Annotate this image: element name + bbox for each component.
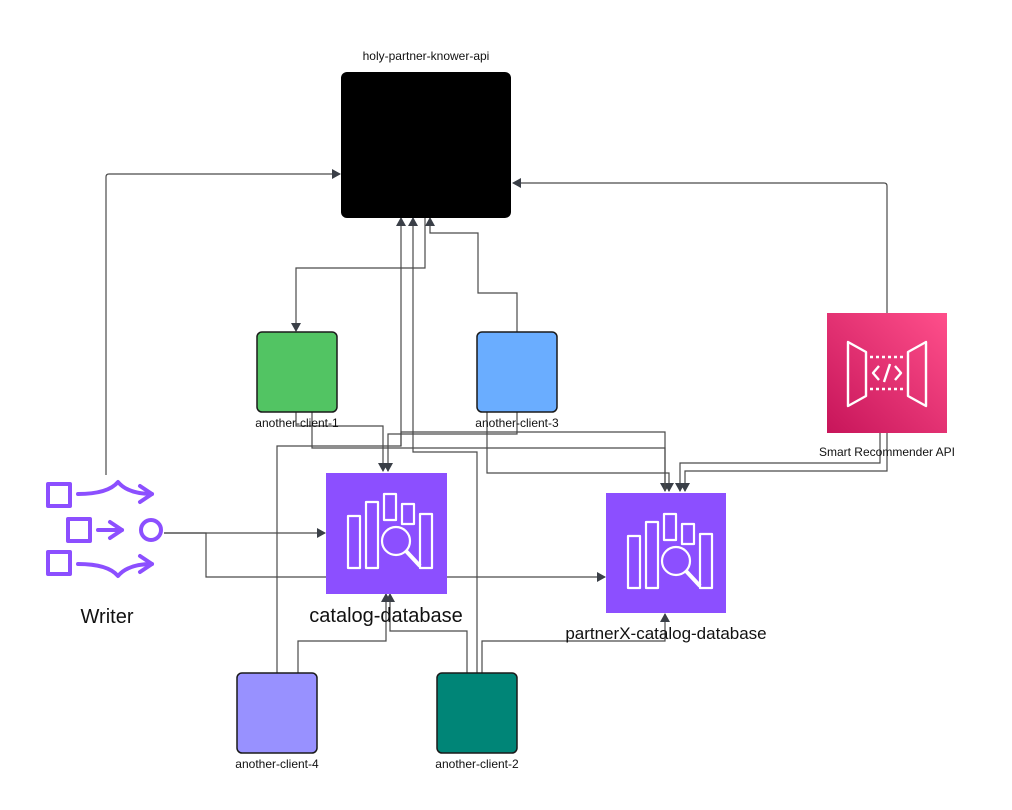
client2-box bbox=[436, 672, 518, 754]
edge-client4-to-catalog bbox=[297, 593, 391, 673]
database-search-icon bbox=[346, 492, 434, 570]
client2-label: another-client-2 bbox=[435, 757, 519, 771]
client4-label: another-client-4 bbox=[235, 757, 319, 771]
client4-box bbox=[236, 672, 318, 754]
edge-api-to-client1 bbox=[291, 218, 426, 332]
catalog-label: catalog-database bbox=[309, 605, 462, 627]
catalog-box bbox=[326, 473, 447, 594]
node-partnerx-catalog-database[interactable]: partnerX-catalog-database bbox=[565, 493, 767, 643]
edge-client2-to-partner bbox=[481, 613, 670, 673]
client3-label: another-client-3 bbox=[475, 416, 559, 430]
edge-client3-to-api bbox=[425, 217, 518, 332]
client1-label: another-client-1 bbox=[255, 416, 339, 430]
edge-client3-to-partner bbox=[486, 412, 674, 492]
writer-label: Writer bbox=[81, 606, 134, 628]
edge-smart-to-partner-2 bbox=[675, 433, 881, 492]
edge-smart-to-partner bbox=[680, 433, 888, 492]
edge-writer-to-api bbox=[105, 169, 341, 475]
client1-box bbox=[256, 331, 338, 413]
smart-label: Smart Recommender API bbox=[819, 445, 955, 459]
node-catalog-database[interactable]: catalog-database bbox=[309, 473, 463, 627]
partner-catalog-label: partnerX-catalog-database bbox=[565, 624, 766, 643]
node-another-client-4[interactable]: another-client-4 bbox=[235, 672, 319, 771]
node-another-client-1[interactable]: another-client-1 bbox=[255, 331, 339, 430]
client3-box bbox=[476, 331, 558, 413]
edge-client4-to-api bbox=[276, 217, 406, 673]
edge-client2-to-catalog bbox=[385, 593, 468, 673]
api-label: holy-partner-knower-api bbox=[363, 49, 490, 63]
node-another-client-3[interactable]: another-client-3 bbox=[475, 331, 559, 430]
database-search-icon bbox=[626, 512, 714, 590]
edge-client2-to-api bbox=[408, 217, 478, 673]
node-smart-recommender-api[interactable]: Smart Recommender API bbox=[819, 313, 955, 459]
edge-client3-to-catalog bbox=[383, 412, 518, 472]
edge-smart-to-api bbox=[512, 178, 888, 313]
api-gateway-icon bbox=[846, 340, 928, 408]
node-another-client-2[interactable]: another-client-2 bbox=[435, 672, 519, 771]
step-functions-icon bbox=[46, 480, 163, 578]
partner-catalog-box bbox=[606, 493, 726, 613]
connectors bbox=[105, 169, 888, 673]
edge-api-to-partner bbox=[400, 431, 666, 491]
node-writer[interactable]: Writer bbox=[46, 480, 163, 628]
node-holy-partner-knower-api[interactable]: holy-partner-knower-api bbox=[341, 49, 511, 218]
api-box bbox=[341, 72, 511, 218]
